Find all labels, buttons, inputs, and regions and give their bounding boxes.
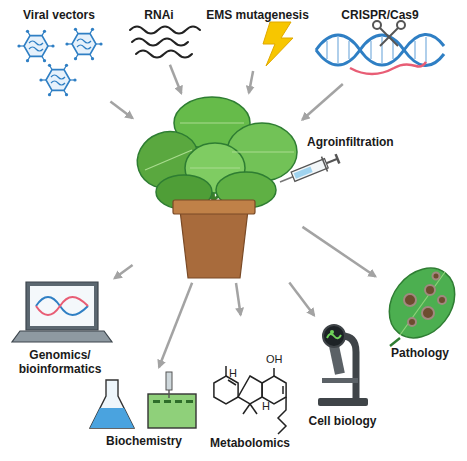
flask-gel-icon [90,372,196,428]
arrow-connector [114,265,132,278]
label-holder: Genomics/ bioinformatics [8,348,112,377]
icon-node: Agroinfiltration [135,96,300,280]
node-label: Biochemistry [106,434,182,448]
atom-label: H [262,400,270,412]
arrow-connector [236,283,241,315]
plant-illustration [129,97,340,278]
icon-node: Pathology [378,262,462,362]
arrow-connector [289,282,314,315]
arrow-connector [170,65,181,93]
node-label: EMS mutagenesis [206,8,309,22]
label-holder: Cell biology [305,411,380,429]
lightning-icon [263,22,293,66]
label-holder: RNAi [120,5,198,23]
dna-scissors-icon [316,21,444,74]
icon-node: Cell biology [305,318,380,430]
virus-icons [17,28,102,97]
arrow-connector [302,227,375,277]
diseased-leaf-icon [376,255,467,351]
node-label: Agroinfiltration [307,135,394,149]
icon-node: Viral vectors [10,4,108,100]
arrow-connector [249,71,253,93]
node-label: RNAi [144,8,173,22]
label-holder: Biochemistry [88,431,200,449]
icon-node: Biochemistry [88,370,200,450]
icon-node: RNAi [120,4,198,62]
label-holder: Viral vectors [10,5,108,23]
atom-label: H [229,367,237,379]
arrow-connector [159,283,192,367]
node-label: Pathology [391,346,449,360]
label-holder: Agroinfiltration [307,132,394,150]
arrow-connector [110,102,132,119]
icon-node: EMS mutagenesis [205,4,310,68]
arrow-connector [302,84,343,120]
node-label: Viral vectors [23,8,95,22]
node-label: Metabolomics [210,436,290,450]
icon-node: Metabolomics [206,318,295,452]
rna-strands [130,27,200,58]
atom-label: OH [266,353,283,365]
label-holder: Metabolomics [206,433,295,451]
microscope-icon [318,325,368,406]
node-label: Genomics/ bioinformatics [14,348,106,376]
node-label: Cell biology [308,414,376,428]
icon-node: Genomics/ bioinformatics [8,275,112,378]
icon-node: CRISPR/Cas9 [312,4,448,82]
laptop-icon [12,282,112,342]
node-label: CRISPR/Cas9 [341,8,418,22]
label-holder: Pathology [378,343,462,361]
label-holder: EMS mutagenesis [205,5,310,23]
label-holder: CRISPR/Cas9 [312,5,448,23]
molecule-icon [214,366,286,434]
